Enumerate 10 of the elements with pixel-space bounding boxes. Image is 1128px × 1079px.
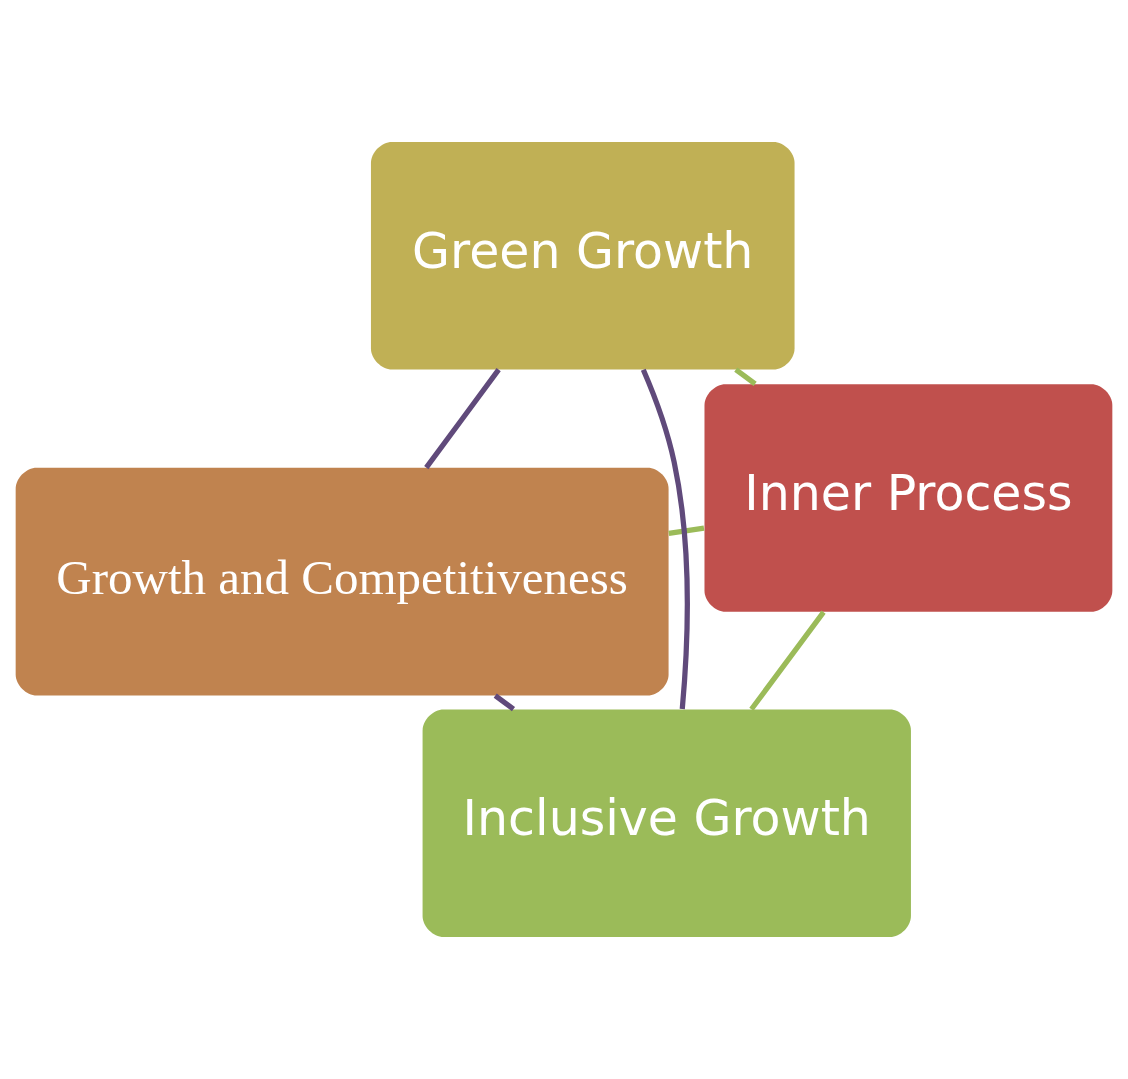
node-box: Growth and Competitiveness: [15, 467, 669, 696]
connector: [493, 693, 516, 712]
connector: [749, 610, 826, 711]
connector: [640, 368, 690, 710]
connector: [734, 367, 757, 387]
node-box: Inclusive Growth: [422, 709, 911, 937]
node-box: Green Growth: [370, 142, 795, 370]
node-box: Inner Process: [704, 384, 1113, 612]
connector: [424, 368, 501, 470]
connector: [668, 525, 705, 536]
